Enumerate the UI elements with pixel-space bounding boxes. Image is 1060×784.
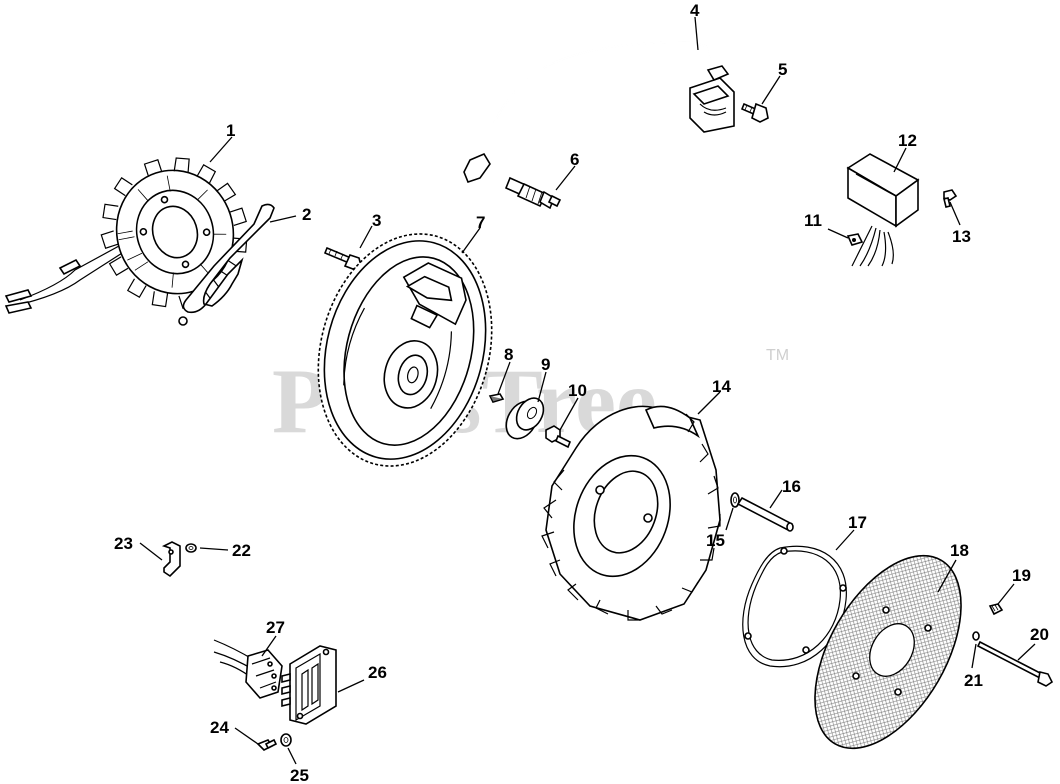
callout-9[interactable]: 9 — [541, 355, 550, 374]
part-module-screw[interactable] — [740, 102, 769, 123]
callout-7[interactable]: 7 — [476, 213, 485, 232]
callout-23[interactable]: 23 — [114, 534, 133, 553]
part-flywheel-bolt[interactable] — [545, 425, 572, 449]
part-screen-bolt[interactable] — [976, 640, 1054, 687]
callout-25[interactable]: 25 — [290, 766, 309, 784]
part-rectifier-screw[interactable] — [256, 738, 278, 751]
callout-20[interactable]: 20 — [1030, 625, 1049, 644]
callout-26[interactable]: 26 — [368, 663, 387, 682]
part-flywheel[interactable] — [293, 214, 516, 485]
part-fan[interactable] — [541, 405, 721, 621]
part-flywheel-screw[interactable] — [323, 246, 362, 270]
part-debris-screen[interactable] — [785, 531, 991, 773]
part-regulator-nut[interactable] — [846, 233, 864, 246]
part-screen-screw[interactable] — [988, 603, 1004, 616]
part-screen-washer[interactable] — [972, 631, 980, 641]
callout-19[interactable]: 19 — [1012, 566, 1031, 585]
part-fan-pin[interactable] — [736, 496, 794, 532]
callout-18[interactable]: 18 — [950, 541, 969, 560]
callout-4[interactable]: 4 — [690, 1, 700, 20]
callout-6[interactable]: 6 — [570, 150, 579, 169]
part-key[interactable] — [488, 393, 505, 403]
part-spark-plug[interactable] — [504, 176, 562, 210]
callout-5[interactable]: 5 — [778, 60, 787, 79]
part-stator-clip[interactable] — [178, 203, 275, 326]
callout-21[interactable]: 21 — [964, 671, 983, 690]
callout-17[interactable]: 17 — [848, 513, 867, 532]
trademark-text: TM — [766, 347, 789, 364]
part-wire-connector[interactable] — [213, 639, 283, 699]
callout-14[interactable]: 14 — [712, 377, 731, 396]
part-fan-gasket[interactable] — [742, 545, 847, 668]
callout-13[interactable]: 13 — [952, 227, 971, 246]
callout-15[interactable]: 15 — [706, 531, 725, 550]
callout-27[interactable]: 27 — [266, 618, 285, 637]
callout-8[interactable]: 8 — [504, 345, 513, 364]
callout-labels: 1 2 3 4 5 6 7 8 9 10 11 12 13 14 15 16 1… — [114, 1, 1049, 784]
part-rectifier[interactable] — [281, 645, 337, 725]
part-rectifier-regulator[interactable] — [846, 153, 920, 267]
callout-11[interactable]: 11 — [804, 211, 822, 230]
callout-16[interactable]: 16 — [782, 477, 801, 496]
part-stator[interactable] — [4, 140, 266, 326]
callout-24[interactable]: 24 — [210, 718, 229, 737]
part-ignition-lead[interactable] — [463, 40, 735, 183]
callout-2[interactable]: 2 — [302, 205, 311, 224]
callout-1[interactable]: 1 — [226, 121, 235, 140]
part-terminal-washer[interactable] — [185, 543, 197, 553]
callout-22[interactable]: 22 — [232, 541, 251, 560]
part-rectifier-washer[interactable] — [280, 733, 292, 747]
part-fan-washer[interactable] — [730, 492, 740, 508]
callout-12[interactable]: 12 — [898, 131, 917, 150]
leader-lines — [139, 16, 1036, 765]
part-terminal-bracket[interactable] — [161, 541, 181, 578]
callout-3[interactable]: 3 — [372, 211, 381, 230]
callout-10[interactable]: 10 — [568, 381, 587, 400]
part-regulator-screw[interactable] — [943, 189, 958, 208]
